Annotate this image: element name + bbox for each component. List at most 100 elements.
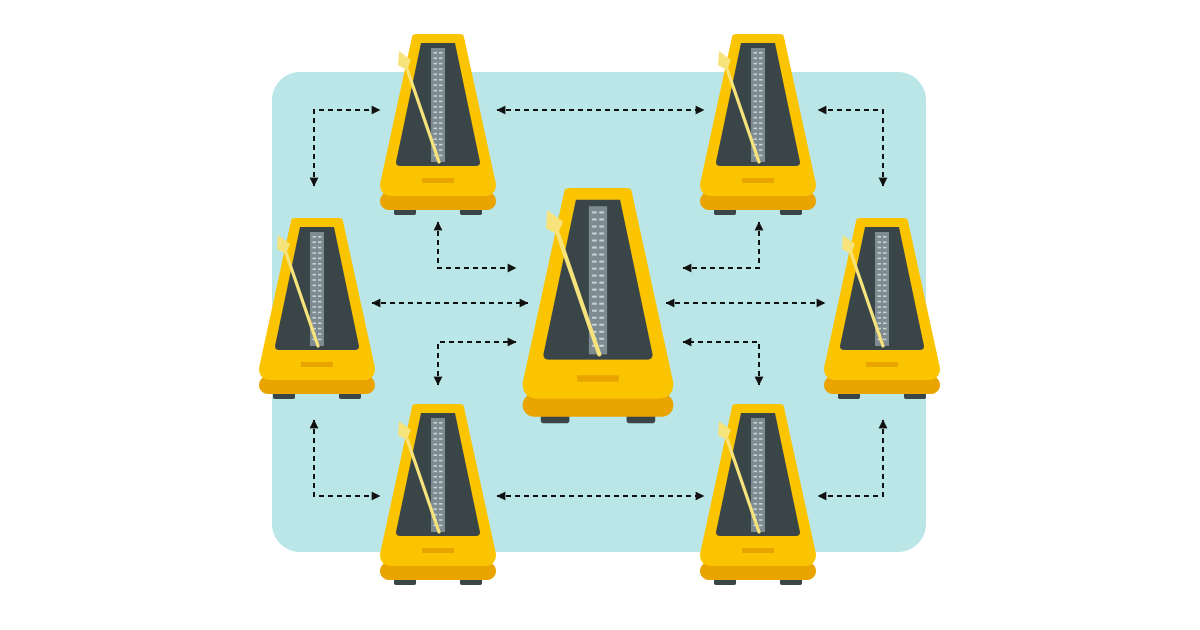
scale-tick <box>592 288 597 291</box>
scale-tick <box>599 337 604 340</box>
metronome-plate <box>422 178 454 183</box>
scale-tick <box>439 422 443 424</box>
scale-tick <box>439 100 443 103</box>
scale-tick <box>753 503 757 505</box>
scale-tick <box>318 338 322 341</box>
scale-tick <box>599 211 604 214</box>
scale-tick <box>759 79 763 81</box>
scale-tick <box>759 486 763 489</box>
scale-tick <box>439 116 443 119</box>
scale-tick <box>883 300 887 303</box>
scale-tick <box>318 263 322 265</box>
scale-tick <box>877 306 881 308</box>
metronome-pendulum <box>846 242 885 348</box>
scale-tick <box>877 284 881 287</box>
scale-tick <box>433 497 437 500</box>
scale-tick <box>599 302 604 305</box>
scale-tick <box>433 427 437 429</box>
scale-tick <box>759 470 763 473</box>
dashed-double-arrow <box>817 105 888 187</box>
scale-tick <box>439 149 443 151</box>
scale-tick <box>877 236 881 238</box>
dashed-double-arrow <box>682 221 764 273</box>
scale-tick <box>877 252 881 254</box>
scale-tick <box>753 100 757 103</box>
scale-tick <box>759 432 763 435</box>
scale-tick <box>753 443 757 446</box>
scale-tick <box>759 68 763 70</box>
scale-tick <box>877 246 881 249</box>
scale-tick <box>883 252 887 254</box>
scale-tick <box>439 52 443 54</box>
scale-tick <box>753 111 757 113</box>
scale-tick <box>759 476 763 478</box>
scale-tick <box>318 268 322 270</box>
pendulum-weight <box>842 235 855 254</box>
scale-tick <box>318 290 322 292</box>
scale-tick <box>759 459 763 462</box>
scale-tick <box>592 309 597 312</box>
scale-tick <box>318 317 322 319</box>
scale-tick <box>433 492 437 494</box>
scale-tick <box>759 508 763 510</box>
metronome-center <box>522 188 674 424</box>
scale-tick <box>599 330 604 333</box>
metronome-plate <box>422 548 454 553</box>
dashed-double-arrow <box>817 419 888 501</box>
scale-tick <box>877 290 881 292</box>
scale-tick <box>759 422 763 424</box>
metronome-base <box>824 376 940 394</box>
scale-tick <box>883 241 887 243</box>
metronome-plate <box>866 362 898 367</box>
scale-tick <box>318 300 322 303</box>
scale-tick <box>433 143 437 146</box>
scale-tick <box>592 211 597 214</box>
scale-tick <box>433 52 437 54</box>
scale-tick <box>592 323 597 326</box>
dashed-double-arrow <box>433 221 517 273</box>
metronome-middle-right <box>824 218 940 399</box>
scale-tick <box>753 422 757 424</box>
scale-tick <box>599 246 604 249</box>
scale-tick <box>439 508 443 510</box>
scale-tick <box>318 333 322 335</box>
scale-tick <box>753 481 757 483</box>
scale-tick <box>753 427 757 429</box>
scale-tick <box>312 322 316 324</box>
scale-tick <box>318 327 322 330</box>
scale-tick <box>592 218 597 221</box>
scale-tick <box>599 316 604 319</box>
scale-tick <box>759 427 763 429</box>
metronome-plate <box>577 375 619 382</box>
scale-tick <box>433 508 437 510</box>
scale-tick <box>592 330 597 333</box>
scale-tick <box>433 79 437 81</box>
scale-tick <box>753 513 757 516</box>
pendulum-weight <box>277 235 290 254</box>
scale-tick <box>877 327 881 330</box>
scale-tick <box>877 268 881 270</box>
scale-tick <box>318 257 322 260</box>
scale-tick <box>759 122 763 124</box>
metronome-base <box>700 562 816 580</box>
scale-tick <box>753 62 757 65</box>
scale-tick <box>318 241 322 243</box>
scale-tick <box>753 138 757 140</box>
scale-tick <box>592 274 597 277</box>
scale-tick <box>439 68 443 70</box>
scale-tick <box>599 288 604 291</box>
scale-tick <box>883 236 887 238</box>
scale-tick <box>877 273 881 276</box>
scale-tick <box>883 333 887 335</box>
scale-tick <box>439 138 443 140</box>
scale-tick <box>433 438 437 440</box>
scale-tick <box>439 454 443 456</box>
scale-tick <box>753 432 757 435</box>
scale-tick <box>592 260 597 263</box>
scale-tick <box>318 311 322 314</box>
scale-tick <box>318 284 322 287</box>
metronome-base <box>380 562 496 580</box>
scale-tick <box>759 95 763 97</box>
metronome-base <box>700 192 816 210</box>
scale-tick <box>599 344 604 347</box>
